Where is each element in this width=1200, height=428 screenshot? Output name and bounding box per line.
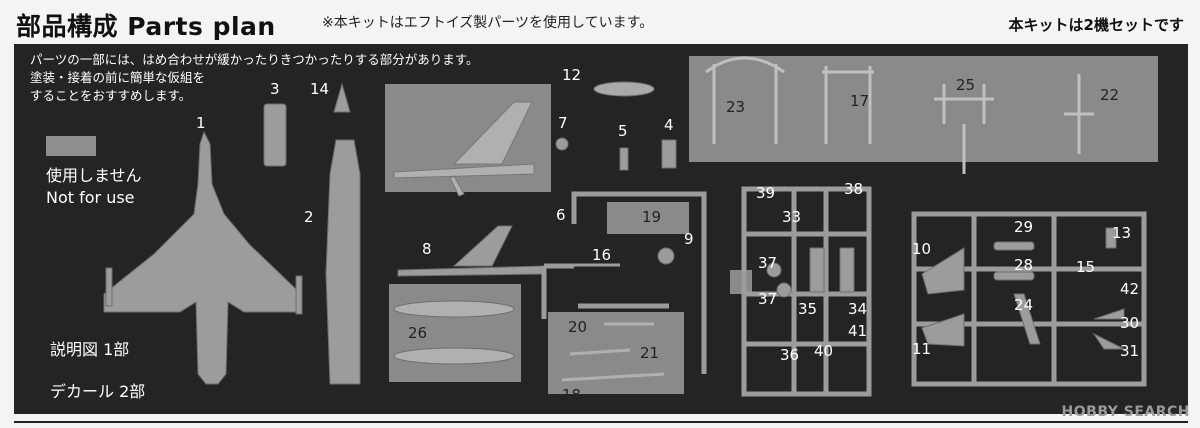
part-number: 29 bbox=[1014, 218, 1034, 236]
part-number: 26 bbox=[408, 324, 428, 342]
part-number: 13 bbox=[1112, 224, 1132, 242]
part-number: 34 bbox=[848, 300, 868, 318]
part-number: 7 bbox=[558, 114, 568, 132]
part-number: 8 bbox=[422, 240, 432, 258]
sprue-middle bbox=[741, 186, 872, 397]
part-24 bbox=[1013, 293, 1041, 345]
part-number: 35 bbox=[798, 300, 818, 318]
fit-note-line-3: することをおすすめします。 bbox=[30, 88, 192, 103]
part-13 bbox=[1105, 227, 1117, 249]
header-note: ※本キットはエフトイズ製パーツを使用しています。 bbox=[322, 15, 654, 31]
part-number: 39 bbox=[756, 184, 776, 202]
parts-panel: パーツの一部には、はめ合わせが緩かったりきつかったりする部分があります。 塗装・… bbox=[14, 44, 1188, 414]
part-3 bbox=[263, 103, 287, 167]
header: 部品構成 Parts plan ※本キットはエフトイズ製パーツを使用しています。… bbox=[0, 0, 1200, 44]
unused-box-runner-top bbox=[607, 202, 689, 234]
part-number: 37 bbox=[758, 290, 778, 308]
part-14-nose bbox=[333, 82, 351, 113]
part-18 bbox=[561, 372, 665, 382]
part-number: 4 bbox=[664, 116, 674, 134]
part-number: 38 bbox=[844, 180, 864, 198]
part-25 bbox=[934, 84, 994, 174]
part-number: 6 bbox=[556, 206, 566, 224]
fit-note-line-1: パーツの一部には、はめ合わせが緩かったりきつかったりする部分があります。 bbox=[30, 52, 479, 67]
part-5 bbox=[619, 147, 629, 171]
part-number: 33 bbox=[782, 208, 802, 226]
part-number: 11 bbox=[912, 340, 932, 358]
part-number: 21 bbox=[640, 344, 660, 362]
part-number: 22 bbox=[1100, 86, 1120, 104]
part-30 bbox=[1093, 308, 1125, 320]
part-number: 18 bbox=[562, 386, 582, 404]
part-number: 2 bbox=[304, 208, 314, 226]
part-number: 17 bbox=[850, 92, 870, 110]
part-number: 5 bbox=[618, 122, 628, 140]
manual-label: 説明図 1部 bbox=[50, 340, 130, 359]
part-11 bbox=[921, 313, 965, 347]
part-number: 19 bbox=[642, 208, 662, 226]
part-number: 31 bbox=[1120, 342, 1140, 360]
part-number: 40 bbox=[814, 342, 834, 360]
part-10 bbox=[921, 247, 965, 295]
part-number: 10 bbox=[912, 240, 932, 258]
page-title: 部品構成 Parts plan bbox=[16, 12, 276, 41]
unused-box-tank bbox=[389, 284, 521, 382]
part-21 bbox=[569, 348, 631, 356]
fit-note-line-2: 塗装・接着の前に簡単な仮組を bbox=[30, 70, 206, 85]
part-number: 36 bbox=[780, 346, 800, 364]
part-7-pilot bbox=[555, 137, 569, 151]
part-28 bbox=[993, 271, 1035, 281]
part-1-fuselage bbox=[103, 130, 300, 385]
part-wing-ghost bbox=[393, 163, 535, 179]
part-number: 30 bbox=[1120, 314, 1140, 332]
part-26-tank bbox=[393, 300, 515, 318]
part-number: 24 bbox=[1014, 296, 1034, 314]
part-22 bbox=[1064, 74, 1094, 154]
part-number: 20 bbox=[568, 318, 588, 336]
unused-swatch bbox=[46, 136, 96, 156]
runner-9 bbox=[541, 191, 707, 374]
part-number: 1 bbox=[196, 114, 206, 132]
decal-label: デカール 2部 bbox=[50, 382, 146, 401]
part-number: 41 bbox=[848, 322, 868, 340]
part-12-canopy bbox=[593, 81, 655, 97]
part-number: 9 bbox=[684, 230, 694, 248]
part-23 bbox=[705, 56, 785, 144]
part-number: 12 bbox=[562, 66, 582, 84]
part-number: 25 bbox=[956, 76, 976, 94]
unused-label-en: Not for use bbox=[46, 188, 135, 207]
part-31 bbox=[1092, 332, 1125, 350]
part-number: 28 bbox=[1014, 256, 1034, 274]
part-29 bbox=[993, 241, 1035, 251]
bottom-rule bbox=[14, 421, 1188, 423]
part-number: 14 bbox=[310, 80, 330, 98]
set-note: 本キットは2機セットです bbox=[1008, 16, 1184, 34]
parts-drawing bbox=[103, 56, 1147, 397]
part-8-wing bbox=[397, 265, 545, 277]
watermark: HOBBY SEARCH bbox=[1061, 404, 1190, 420]
part-17 bbox=[822, 66, 874, 144]
part-number: 15 bbox=[1076, 258, 1096, 276]
part-number: 37 bbox=[758, 254, 778, 272]
part-2-fuselage-bottom bbox=[325, 139, 361, 385]
part-4 bbox=[661, 139, 677, 169]
part-number: 16 bbox=[592, 246, 612, 264]
unused-label-jp: 使用しません bbox=[46, 166, 142, 185]
part-number: 3 bbox=[270, 80, 280, 98]
part-number: 42 bbox=[1120, 280, 1140, 298]
part-number: 23 bbox=[726, 98, 746, 116]
